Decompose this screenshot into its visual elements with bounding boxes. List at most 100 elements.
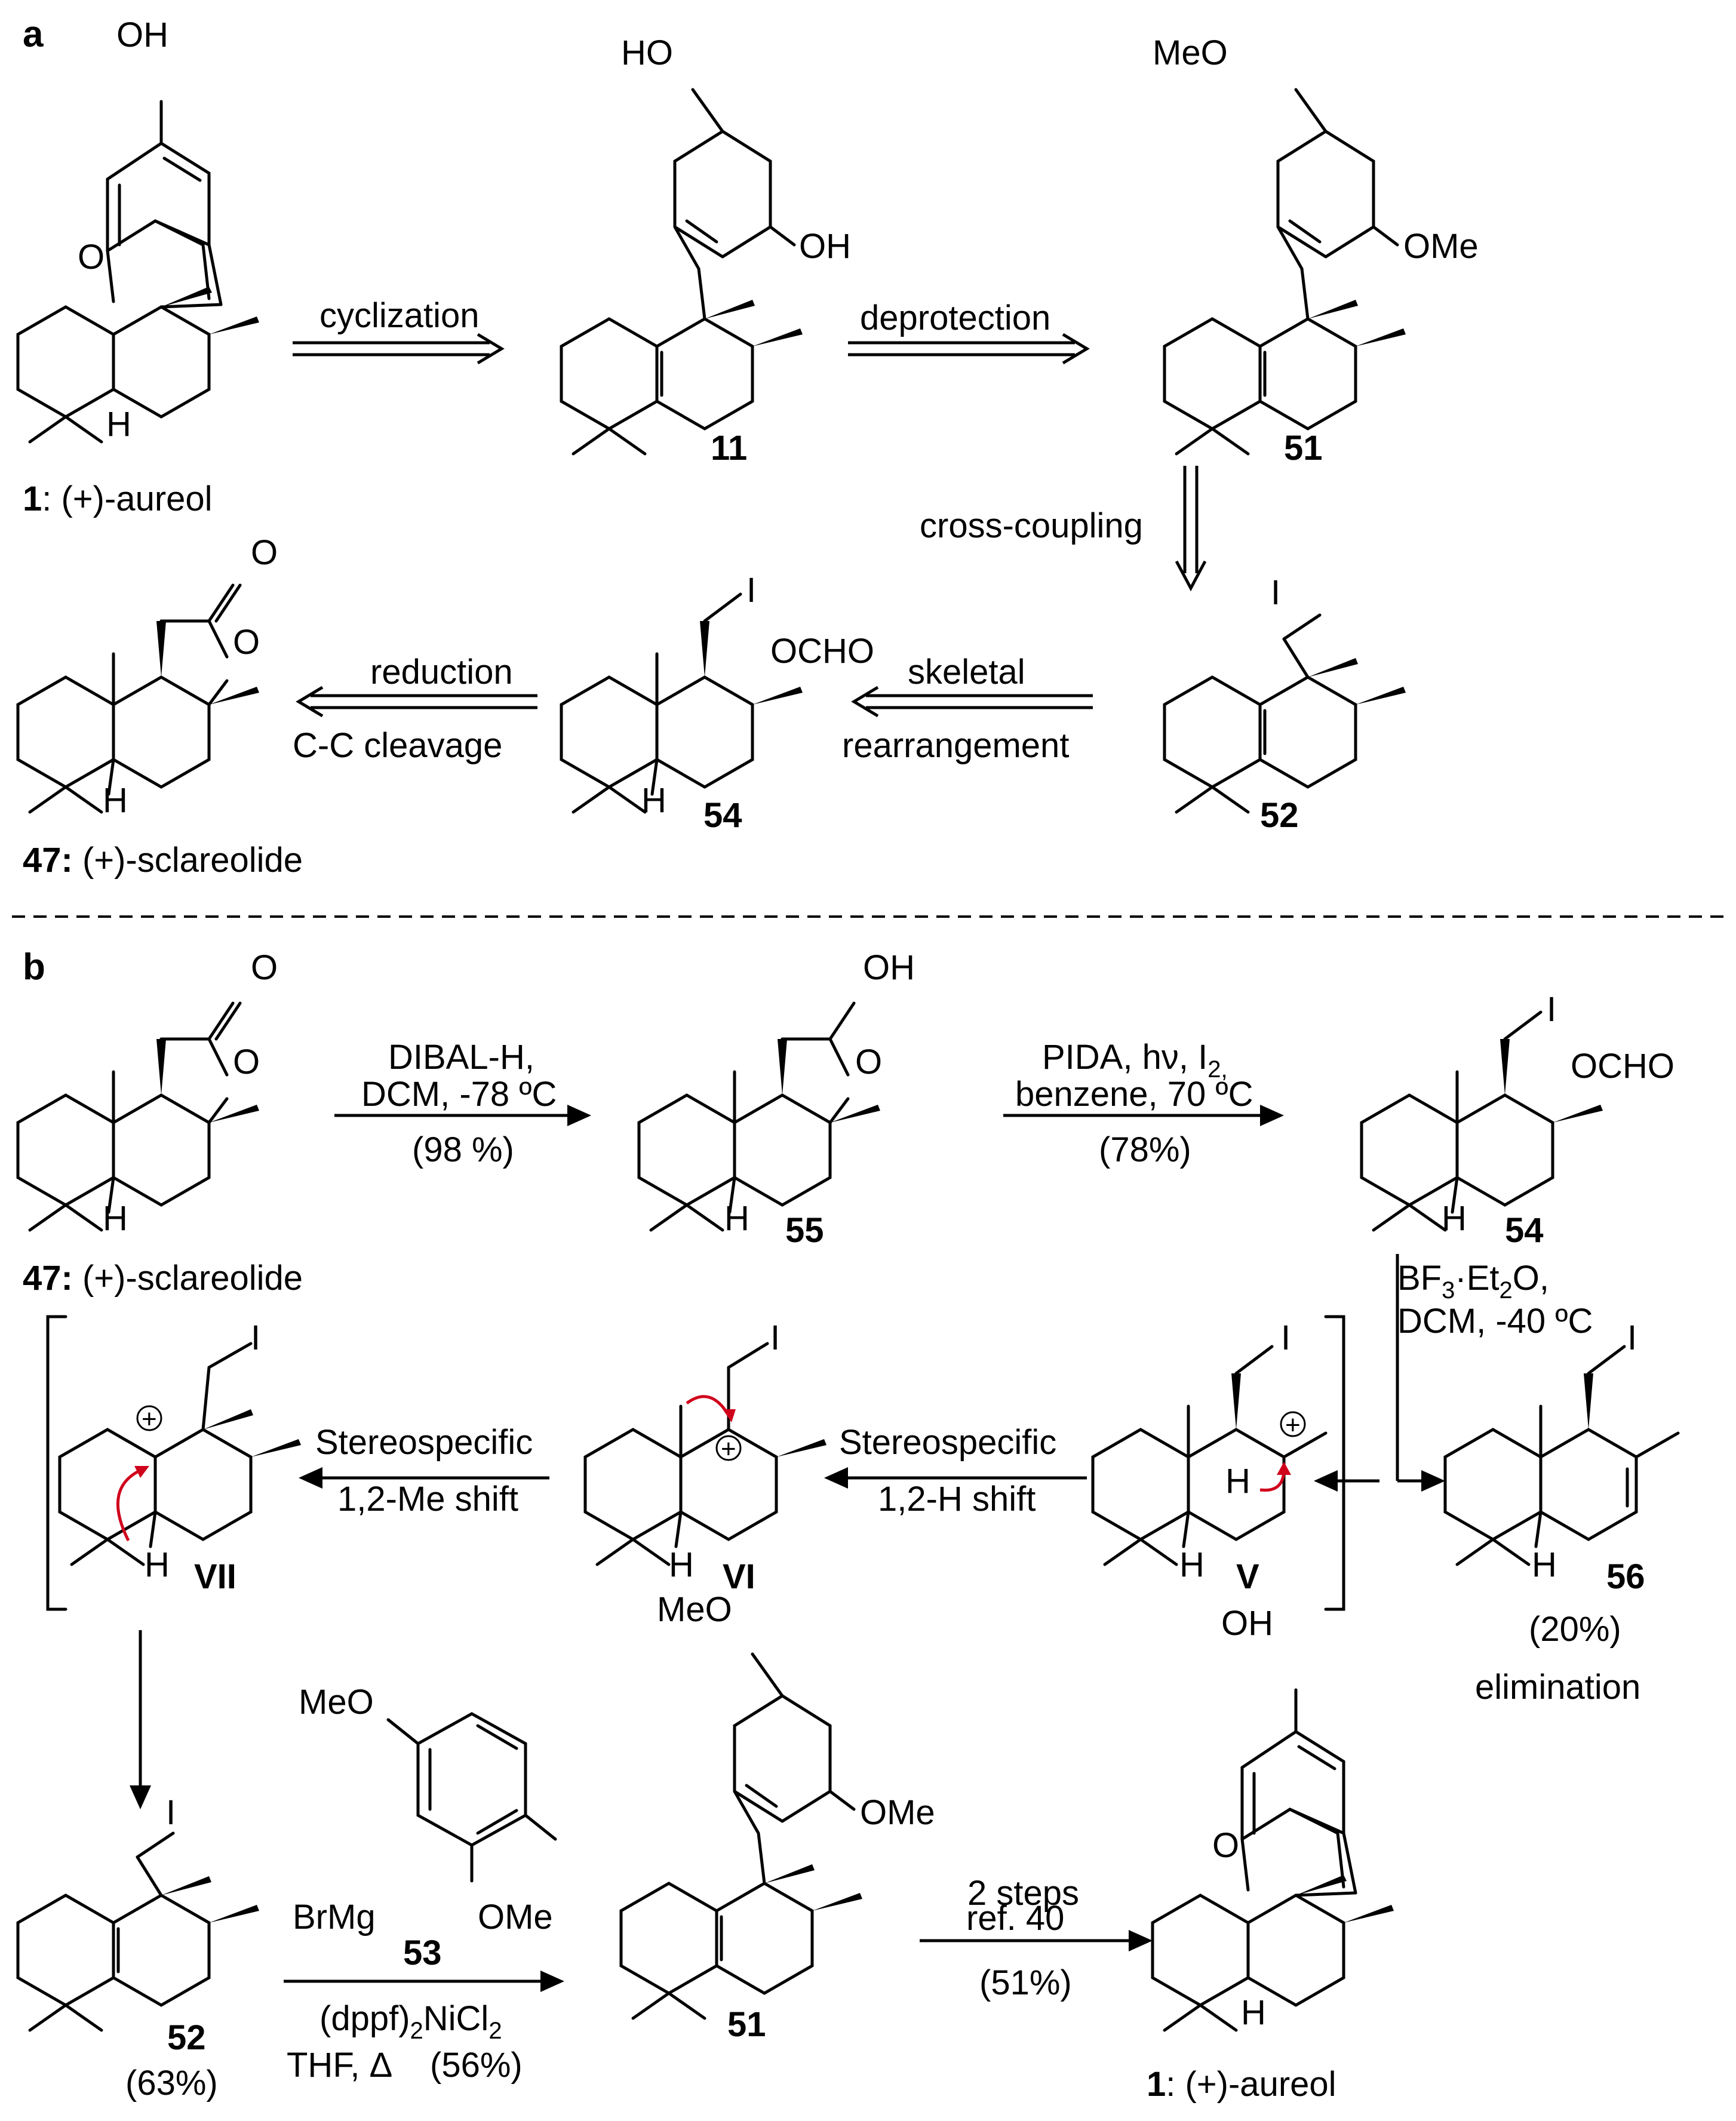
compound-53-label: 53 bbox=[403, 1934, 442, 1972]
compound-1-label: 1: (+)-aureol bbox=[23, 479, 213, 518]
vi-cation-symbol: + bbox=[721, 1434, 736, 1464]
reduction-label: reduction bbox=[370, 653, 513, 691]
v-cation-circle bbox=[1280, 1411, 1306, 1437]
structure-11 bbox=[561, 88, 803, 456]
c56-i-label: I bbox=[1627, 1318, 1637, 1357]
c54b-ocho-label: OCHO bbox=[1571, 1047, 1674, 1086]
v-h-label-1: H bbox=[1225, 1462, 1250, 1501]
aureol-o-label: O bbox=[78, 238, 105, 276]
vii-curved-arrowhead bbox=[134, 1466, 149, 1478]
c54-ocho-label: OCHO bbox=[770, 632, 874, 671]
compound-52-b-label: 52 bbox=[167, 2018, 206, 2057]
compound-51-a-label: 51 bbox=[1284, 429, 1323, 468]
compound-1-name: : (+)-aureol bbox=[42, 479, 212, 518]
structure-V bbox=[1093, 1345, 1328, 1566]
ni-catalyst-text-1: (dppf) bbox=[319, 1999, 410, 2038]
pida-reagent-subscript: 2, bbox=[1207, 1056, 1227, 1083]
c52-i-label: I bbox=[1271, 573, 1280, 612]
structure-52-b bbox=[18, 1831, 259, 2032]
c55-h-label: H bbox=[724, 1199, 749, 1238]
compound-1-b-name: : (+)-aureol bbox=[1166, 2065, 1336, 2104]
aureol-b-h-label: H bbox=[1241, 1993, 1266, 2032]
bf3-subscript-1: 3 bbox=[1442, 1277, 1455, 1304]
vii-cation-symbol: + bbox=[142, 1404, 157, 1434]
bf3-text-2: ·Et bbox=[1455, 1259, 1499, 1298]
c54b-i-label: I bbox=[1547, 990, 1556, 1029]
compound-52-a-label: 52 bbox=[1260, 796, 1299, 835]
ni-catalyst-subscript-1: 2 bbox=[410, 2018, 423, 2044]
c55-ring-o-label: O bbox=[855, 1043, 882, 1081]
retro-arrow-rearrangement bbox=[851, 686, 1093, 718]
bracket-right bbox=[1324, 1315, 1345, 1611]
c47b-ring-o-label: O bbox=[233, 1043, 260, 1081]
structure-47-b bbox=[18, 1001, 259, 1232]
final-yield-label: (51%) bbox=[979, 1963, 1072, 2002]
compound-V-label: V bbox=[1236, 1557, 1259, 1596]
bf3-text-3: O, bbox=[1513, 1259, 1549, 1298]
compound-47-a-name: (+)-sclareolide bbox=[73, 841, 303, 880]
ni-yield-label: (56%) bbox=[430, 2046, 523, 2085]
reaction-arrow-dibal bbox=[334, 1105, 591, 1126]
aureol-b-o-label: O bbox=[1212, 1826, 1239, 1865]
compound-54-a-label: 54 bbox=[703, 796, 742, 835]
retro-arrow-reduction bbox=[296, 686, 537, 718]
vi-cation-circle bbox=[715, 1435, 742, 1461]
bf3-subscript-2: 2 bbox=[1500, 1277, 1513, 1304]
reaction-arrow-vii-to-52 bbox=[130, 1630, 151, 1809]
c52-yield-label: (63%) bbox=[125, 2064, 218, 2102]
skeletal-label: skeletal bbox=[908, 653, 1025, 691]
retro-arrow-cross-coupling bbox=[1175, 466, 1207, 592]
panel-b-label: b bbox=[23, 946, 45, 988]
c54-i-label: I bbox=[746, 571, 756, 610]
vi-curved-arrowhead bbox=[723, 1409, 736, 1422]
ni-catalyst-label: (dppf)2NiCl2 bbox=[319, 1999, 502, 2044]
pida-yield-label: (78%) bbox=[1099, 1130, 1191, 1169]
structure-54-a bbox=[561, 592, 803, 814]
rearrangement-label: rearrangement bbox=[842, 726, 1069, 765]
structure-VI bbox=[585, 1342, 826, 1566]
structure-VII bbox=[60, 1342, 301, 1566]
panel-a-label: a bbox=[23, 14, 44, 55]
compound-47-b-label: 47: (+)-sclareolide bbox=[23, 1259, 303, 1298]
vii-cation-circle bbox=[136, 1405, 162, 1431]
c54-h-label: H bbox=[641, 781, 666, 820]
c51-ome-label: OMe bbox=[1403, 227, 1479, 266]
v-cation-symbol: + bbox=[1285, 1410, 1301, 1440]
structure-51-b bbox=[621, 1652, 862, 2020]
elimination-label: elimination bbox=[1475, 1668, 1640, 1707]
deprotection-label: deprotection bbox=[860, 299, 1050, 337]
dibal-conditions-label: DCM, -78 ºC bbox=[361, 1075, 557, 1114]
vii-h-label: H bbox=[145, 1545, 170, 1584]
thf-label: THF, Δ bbox=[287, 2046, 392, 2085]
bf3-text-1: BF bbox=[1397, 1259, 1442, 1298]
reaction-arrow-me-shift bbox=[299, 1467, 549, 1489]
compound-54-b-label: 54 bbox=[1505, 1211, 1544, 1250]
ni-catalyst-text-2: NiCl bbox=[423, 1999, 489, 2038]
vii-curved-arrow bbox=[116, 1467, 144, 1542]
vi-curved-arrow bbox=[686, 1395, 730, 1416]
aureol-b-oh-label: OH bbox=[1221, 1604, 1273, 1643]
structure-56 bbox=[1445, 1345, 1680, 1566]
c47-ring-o-label: O bbox=[233, 623, 260, 662]
pida-reagent-label: PIDA, hν, I2, bbox=[1042, 1038, 1228, 1083]
compound-51-b-label: 51 bbox=[727, 2005, 766, 2044]
me-shift-stereo-label: Stereospecific bbox=[315, 1423, 533, 1462]
c52b-i-label: I bbox=[166, 1793, 176, 1832]
me-shift-label: 1,2-Me shift bbox=[337, 1480, 518, 1518]
c55-oh-label: OH bbox=[863, 948, 915, 987]
vi-h-label: H bbox=[669, 1545, 694, 1584]
compound-1-b-label: 1: (+)-aureol bbox=[1147, 2065, 1336, 2104]
structure-51-a bbox=[1164, 88, 1406, 456]
ni-catalyst-subscript-2: 2 bbox=[488, 2018, 502, 2044]
structure-53 bbox=[386, 1712, 557, 1883]
structure-55 bbox=[639, 1001, 880, 1232]
c56-yield-label: (20%) bbox=[1529, 1610, 1621, 1649]
c11-ho-label: HO bbox=[621, 33, 673, 72]
dibal-yield-label: (98 %) bbox=[412, 1130, 514, 1169]
compound-56-label: 56 bbox=[1606, 1557, 1645, 1596]
bf3-conditions-label: DCM, -40 ºC bbox=[1397, 1302, 1593, 1341]
compound-VII-label: VII bbox=[194, 1557, 236, 1596]
vi-i-label: I bbox=[770, 1318, 780, 1357]
compound-47-a-number: 47: bbox=[23, 841, 73, 880]
